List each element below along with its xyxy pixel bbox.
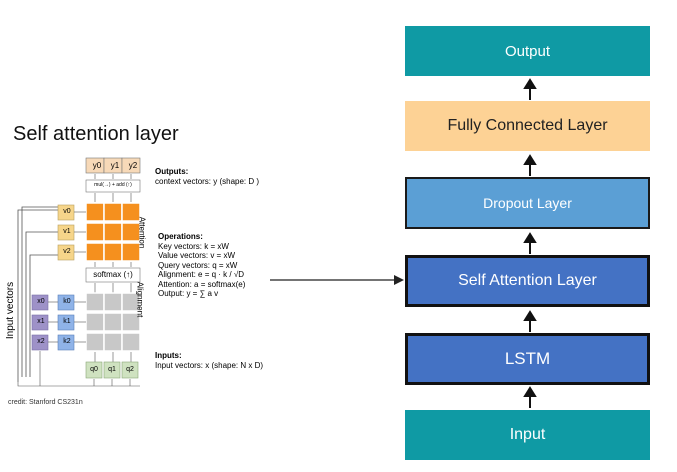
alignment-label: Alignment: [135, 281, 145, 318]
self-attention-figure: [17, 157, 141, 387]
x0-label: x0: [37, 298, 45, 305]
v0-label: v0: [63, 208, 71, 215]
muladd-label: mul(→) + add (↑): [94, 182, 132, 188]
attention-grid: [85, 202, 141, 262]
query-cells: [85, 361, 139, 379]
op-line-6: Output: y = ∑ a v: [158, 289, 219, 298]
outputs-line: context vectors: y (shape: D ): [155, 176, 260, 186]
q1-label: q1: [108, 366, 116, 373]
x2-label: x2: [37, 338, 45, 345]
input-vectors-label: Input vectors: [5, 281, 17, 340]
inputs-line: Input vectors: x (shape: N x D): [155, 360, 264, 370]
v1-label: v1: [63, 228, 71, 235]
inputs-text: Inputs: Input vectors: x (shape: N x D): [155, 351, 263, 370]
credit-text: credit: Stanford CS231n: [8, 399, 83, 406]
input-x-cells: [31, 294, 49, 351]
k1-label: k1: [63, 318, 71, 325]
softmax-label: softmax (↑): [93, 270, 133, 279]
stack-arrows: [523, 78, 537, 408]
figure-title: Self attention layer: [13, 123, 179, 145]
y0-label: y0: [92, 161, 102, 170]
lstm-block: LSTM: [405, 333, 650, 385]
op-line-3: Query vectors: q = xW: [158, 260, 238, 270]
fully-connected-block: Fully Connected Layer: [405, 101, 650, 151]
outputs-text: Outputs: context vectors: y (shape: D ): [155, 167, 259, 186]
q2-label: q2: [126, 366, 134, 373]
outputs-heading: Outputs:: [155, 167, 189, 176]
fully-connected-label: Fully Connected Layer: [447, 117, 608, 134]
q0-label: q0: [90, 366, 98, 373]
k0-label: k0: [63, 298, 71, 305]
value-cells: [57, 204, 75, 261]
op-line-5: Attention: a = softmax(e): [158, 279, 246, 289]
y2-label: y2: [128, 161, 138, 170]
self-attention-label: Self Attention Layer: [458, 272, 597, 289]
self-attention-block: Self Attention Layer: [405, 255, 650, 307]
input-block-label: Input: [509, 426, 546, 443]
dropout-block: Dropout Layer: [405, 177, 650, 229]
dropout-label: Dropout Layer: [483, 195, 572, 211]
operations-heading: Operations:: [158, 232, 203, 241]
output-y-cells: [85, 157, 141, 174]
output-y-labels: y0 y1 y2: [88, 161, 142, 171]
k2-label: k2: [63, 338, 71, 345]
v2-label: v2: [63, 248, 71, 255]
key-cells: [57, 294, 75, 351]
output-block-label: Output: [504, 42, 551, 60]
attention-label: Attention: [137, 216, 147, 249]
input-block: Input: [405, 410, 650, 460]
lstm-label: LSTM: [504, 349, 551, 368]
inputs-heading: Inputs:: [155, 351, 182, 360]
op-line-4: Alignment: e = q · k / √D: [158, 270, 244, 279]
operations-text: Operations: Key vectors: k = xW Value ve…: [158, 232, 245, 299]
alignment-grid: [85, 292, 141, 352]
output-block: Output: [405, 26, 650, 76]
y1-label: y1: [110, 161, 120, 170]
op-line-1: Key vectors: k = xW: [158, 241, 229, 251]
x1-label: x1: [37, 318, 45, 325]
op-line-2: Value vectors: v = xW: [158, 251, 235, 260]
connector-arrow: [270, 275, 404, 285]
